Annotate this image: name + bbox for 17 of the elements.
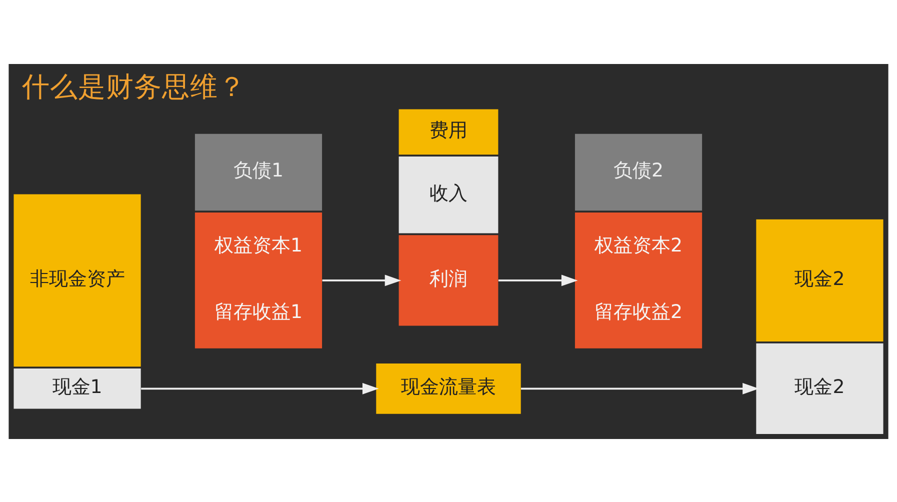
node-box: 权益资本1 留存收益1	[194, 212, 322, 348]
node-box: 现金2	[756, 218, 884, 341]
node-box: 权益资本2 留存收益2	[574, 212, 702, 348]
node-box: 收入	[398, 156, 498, 233]
node-box: 负债1	[194, 133, 322, 210]
node-box: 现金1	[14, 368, 141, 408]
arrow	[141, 382, 379, 394]
node-box: 现金2	[756, 342, 884, 434]
arrow	[520, 382, 759, 394]
diagram-title: 什么是财务思维？	[22, 70, 246, 103]
node-box: 现金流量表	[376, 363, 521, 414]
node-box: 利润	[398, 234, 498, 326]
node-box: 负债2	[574, 133, 702, 210]
node-box: 非现金资产	[14, 194, 141, 366]
node-box: 费用	[398, 108, 498, 154]
arrow	[322, 274, 402, 286]
arrow	[498, 274, 578, 286]
